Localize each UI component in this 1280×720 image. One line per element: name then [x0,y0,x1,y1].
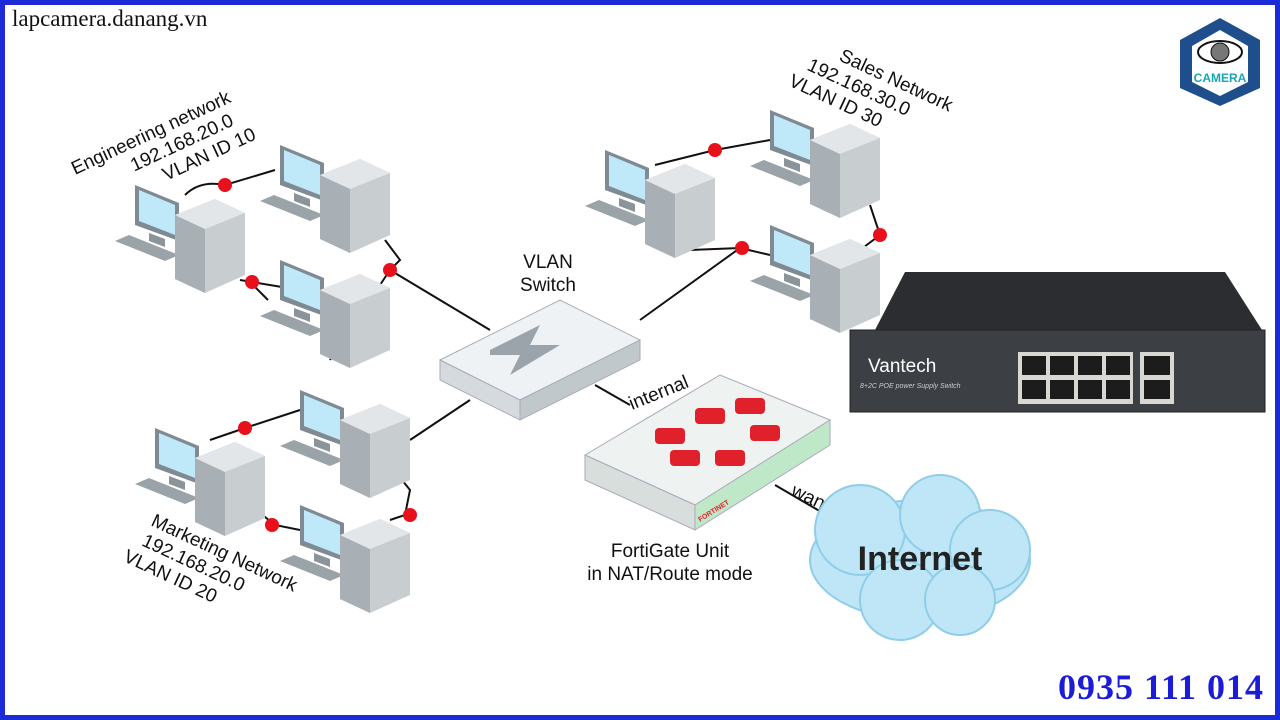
network-link [594,384,631,406]
fortigate-unit: FORTINET [583,374,832,531]
network-link [639,247,741,321]
internet-cloud-icon [809,474,1031,641]
link-dot-icon [383,263,397,277]
vantech-brand: Vantech [868,356,936,377]
link-dot-icon [238,421,252,435]
switch-label-2: Switch [520,275,576,296]
fortigate-label-2: in NAT/Route mode [587,564,752,585]
network-link [384,239,491,331]
ethernet-port [1022,380,1046,399]
network-link [409,399,471,441]
computer-icon [115,185,245,293]
link-dot-icon [403,508,417,522]
link-dot-icon [873,228,887,242]
website-watermark: lapcamera.danang.vn [12,6,208,31]
network-link [859,204,882,251]
ethernet-port [1106,356,1130,375]
link-dot-icon [265,518,279,532]
computer-icon [280,505,410,613]
link-dot-icon [735,241,749,255]
computer-icon [280,390,410,498]
ethernet-port [1050,380,1074,399]
switch-label-1: VLAN [523,252,573,273]
network-link [689,246,771,256]
ethernet-port [1144,380,1170,399]
computer-icon [260,145,390,253]
internet-label: Internet [858,540,983,578]
link-dot-icon [245,275,259,289]
computer-icon [260,260,390,368]
computer-icon [750,225,880,333]
computer-icon [750,110,880,218]
vantech-subtitle: 8+2C POE power Supply Switch [860,383,961,390]
ethernet-port [1050,356,1074,375]
camera-logo: CAMERA [1180,18,1260,106]
ethernet-port [1144,356,1170,375]
ethernet-port [1078,356,1102,375]
computer-icon [585,150,715,258]
svg-text:CAMERA: CAMERA [1194,71,1247,85]
link-dot-icon [708,143,722,157]
ethernet-port [1078,380,1102,399]
fortinet-logo-icon [655,398,780,466]
ethernet-port [1106,380,1130,399]
vantech-poe-switch: Vantech 8+2C POE power Supply Switch [849,272,1266,413]
network-link [209,409,301,441]
fortigate-label-1: FortiGate Unit [611,541,730,562]
vlan-switch [438,299,642,421]
phone-number[interactable]: 0935 111 014 [1057,667,1264,707]
link-dot-icon [218,178,232,192]
ethernet-port [1022,356,1046,375]
